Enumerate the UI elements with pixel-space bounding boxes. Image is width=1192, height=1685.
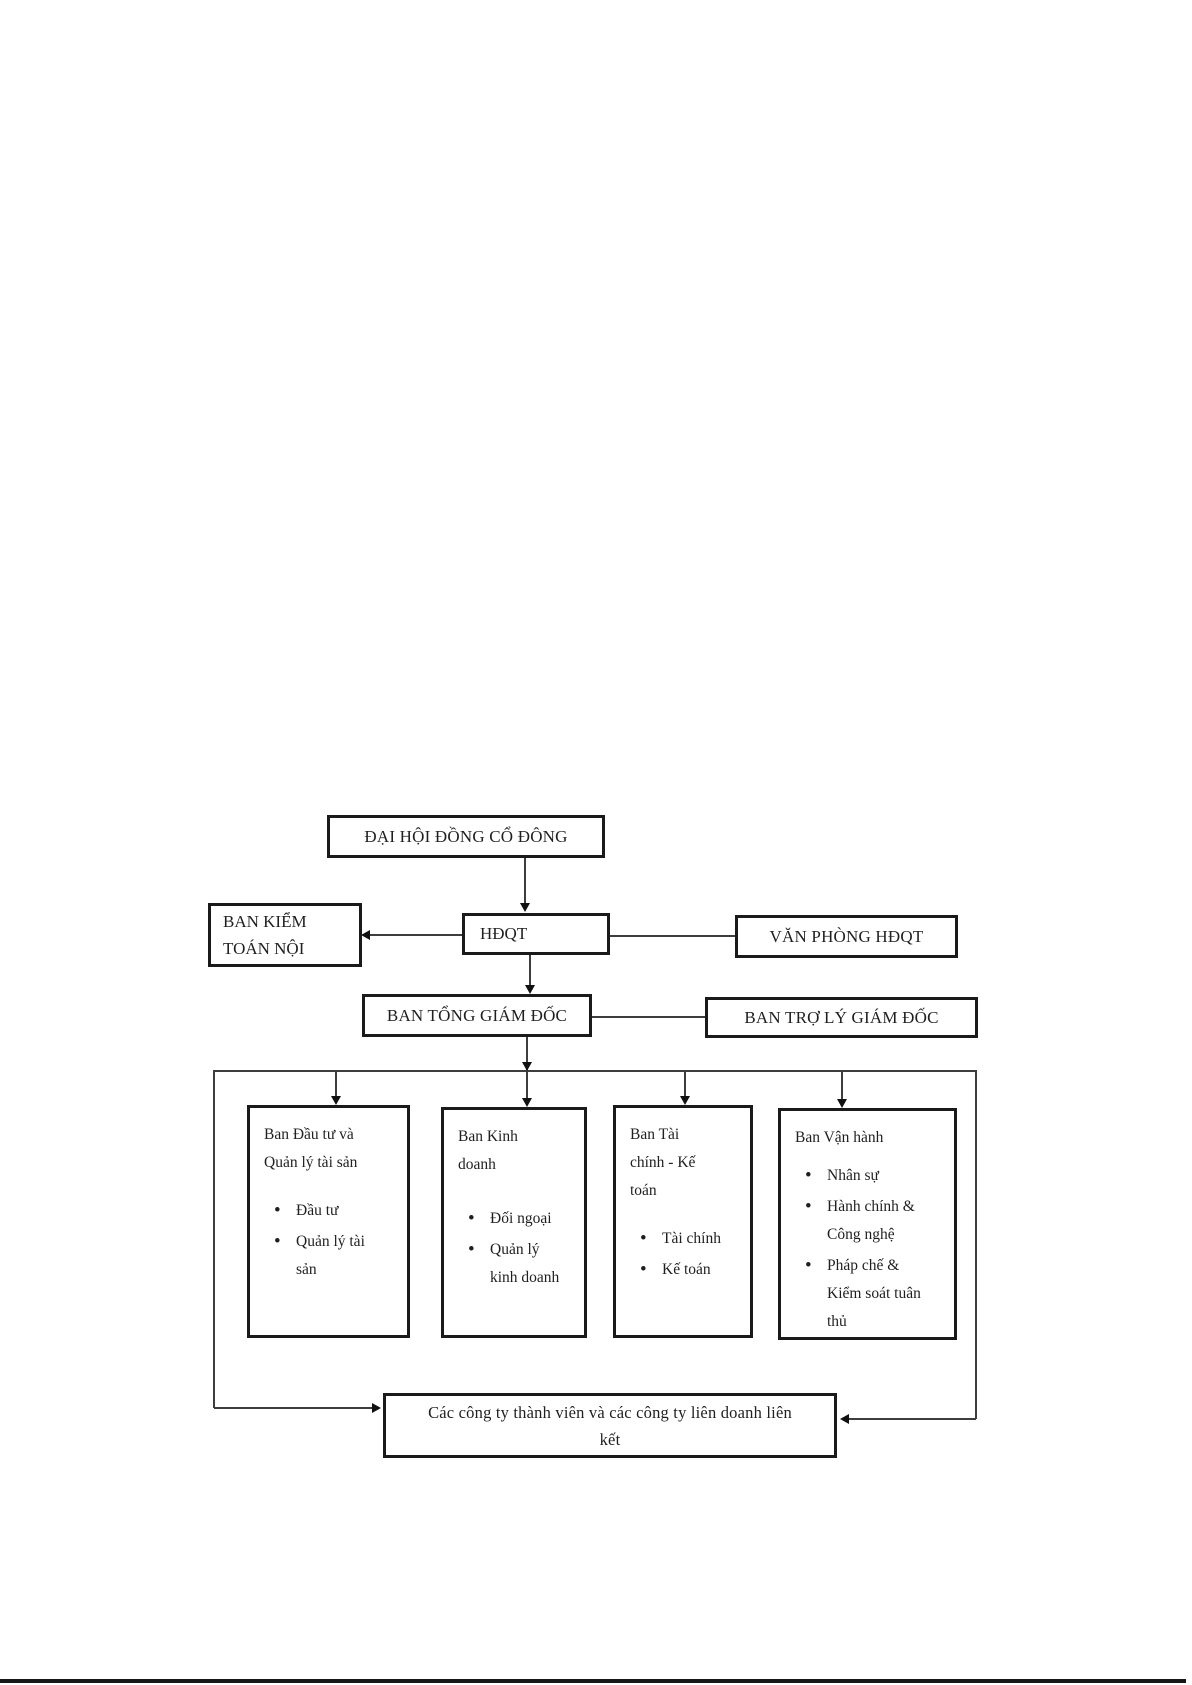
- line-board-to-office: [610, 935, 735, 937]
- department-title: Ban Kinh doanh: [458, 1128, 518, 1173]
- department-item: Quản lý tài sản: [274, 1228, 388, 1284]
- arrowhead-left-icon: [840, 1414, 849, 1424]
- arrow-line: [684, 1072, 686, 1097]
- department-box-finance: Ban Tài chính - Kế toán Tài chính Kế toá…: [613, 1105, 753, 1338]
- ceo-board-box: BAN TỔNG GIÁM ĐỐC: [362, 994, 592, 1037]
- arrowhead-right-icon: [372, 1403, 381, 1413]
- department-box-operations: Ban Vận hành Nhân sự Hành chính & Công n…: [778, 1108, 957, 1340]
- arrowhead-down-icon: [522, 1098, 532, 1107]
- department-item: Tài chính: [640, 1225, 744, 1253]
- arrow-line: [214, 1407, 372, 1409]
- arrow-line: [841, 1072, 843, 1100]
- arrow-line: [849, 1418, 976, 1420]
- department-item: Kế toán: [640, 1256, 744, 1284]
- department-title: Ban Vận hành: [795, 1129, 884, 1146]
- internal-audit-box: BAN KIỂM TOÁN NỘI: [208, 903, 362, 967]
- arrow-line: [335, 1072, 337, 1097]
- page-bottom-rule: [0, 1679, 1186, 1683]
- arrow-line: [370, 934, 462, 936]
- frame-left-edge: [213, 1070, 215, 1408]
- department-box-investment: Ban Đầu tư và Quản lý tài sản Đầu tư Quả…: [247, 1105, 410, 1338]
- arrow-line: [529, 955, 531, 986]
- subsidiaries-label: Các công ty thành viên và các công ty li…: [428, 1402, 792, 1449]
- arrowhead-down-icon: [837, 1099, 847, 1108]
- department-item-list: Nhân sự Hành chính & Công nghệ Pháp chế …: [793, 1162, 948, 1336]
- arrow-line: [524, 858, 526, 904]
- arrowhead-down-icon: [331, 1096, 341, 1105]
- arrowhead-down-icon: [525, 985, 535, 994]
- department-item: Pháp chế & Kiểm soát tuân thủ: [805, 1252, 935, 1336]
- arrowhead-down-icon: [680, 1096, 690, 1105]
- frame-top-edge: [213, 1070, 977, 1072]
- department-item: Đầu tư: [274, 1197, 388, 1225]
- line-ceo-to-assistant: [592, 1016, 705, 1018]
- department-box-business: Ban Kinh doanh Đối ngoại Quản lý kinh do…: [441, 1107, 587, 1338]
- subsidiaries-box: Các công ty thành viên và các công ty li…: [383, 1393, 837, 1458]
- arrowhead-left-icon: [361, 930, 370, 940]
- assistant-board-box: BAN TRỢ LÝ GIÁM ĐỐC: [705, 997, 978, 1038]
- department-item-list: Đầu tư Quản lý tài sản: [262, 1197, 401, 1284]
- department-item-list: Tài chính Kế toán: [628, 1225, 744, 1284]
- department-title: Ban Tài chính - Kế toán: [630, 1126, 696, 1199]
- department-item: Quản lý kinh doanh: [468, 1236, 562, 1292]
- board-box: HĐQT: [462, 913, 610, 955]
- arrowhead-down-icon: [520, 903, 530, 912]
- arrowhead-down-icon: [522, 1062, 532, 1071]
- department-item: Đối ngoại: [468, 1205, 562, 1233]
- department-item: Nhân sự: [805, 1162, 935, 1190]
- department-title: Ban Đầu tư và Quản lý tài sản: [264, 1126, 358, 1171]
- department-item-list: Đối ngoại Quản lý kinh doanh: [456, 1205, 578, 1292]
- frame-right-edge: [975, 1070, 977, 1419]
- shareholders-box: ĐẠI HỘI ĐỒNG CỔ ĐÔNG: [327, 815, 605, 858]
- department-item: Hành chính & Công nghệ: [805, 1193, 935, 1249]
- board-office-box: VĂN PHÒNG HĐQT: [735, 915, 958, 958]
